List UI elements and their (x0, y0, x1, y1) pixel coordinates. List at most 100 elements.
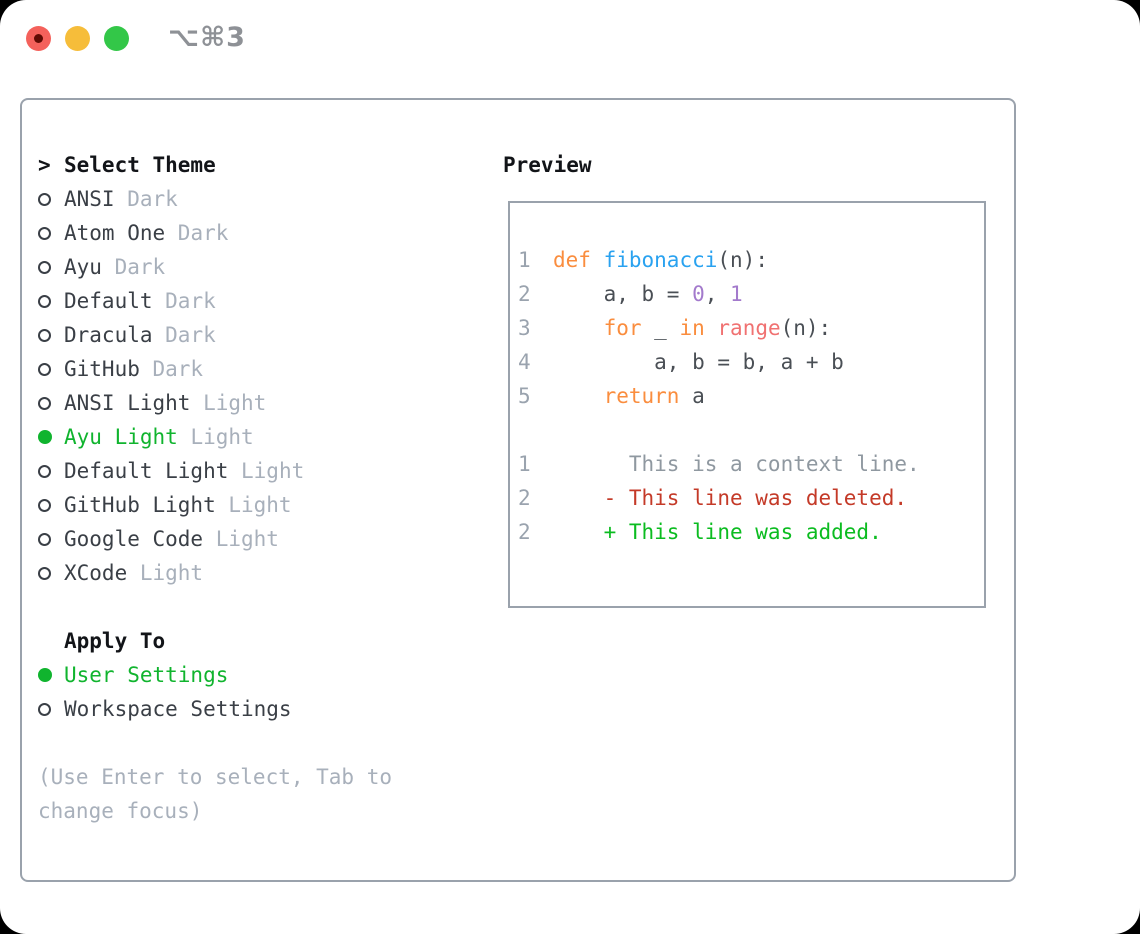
theme-item-ayu-light[interactable]: Ayu Light Light (38, 420, 478, 454)
apply-option-label: User Settings (64, 663, 229, 687)
diff-line-context: 1 This is a context line. (518, 447, 984, 481)
theme-name: GitHub Light (64, 493, 216, 517)
radio-icon-cell (38, 668, 64, 682)
selected-radio-icon (38, 668, 52, 682)
theme-name: Ayu Light (64, 425, 178, 449)
line-number: 4 (518, 350, 531, 374)
radio-icon-cell (38, 328, 64, 342)
radio-icon (38, 362, 51, 376)
radio-icon (38, 294, 51, 308)
radio-icon (38, 702, 51, 716)
radio-icon (38, 192, 51, 206)
theme-name: Google Code (64, 527, 204, 551)
theme-name: GitHub (64, 357, 140, 381)
radio-icon (38, 566, 51, 580)
prompt-icon-cell: > (38, 153, 64, 177)
radio-icon-cell (38, 430, 64, 444)
diff-text: - This line was deleted. (553, 486, 908, 510)
radio-icon (38, 260, 51, 274)
theme-name: Ayu (64, 255, 102, 279)
line-number: 2 (518, 282, 531, 306)
theme-variant-label: Dark (152, 289, 216, 313)
line-number: 5 (518, 384, 531, 408)
theme-variant-label: Light (127, 561, 204, 585)
code-text: def fibonacci(n): (553, 248, 768, 272)
radio-icon (38, 328, 51, 342)
apply-to-title: Apply To (64, 629, 166, 653)
line-number: 2 (518, 486, 531, 510)
maximize-button[interactable] (104, 26, 129, 51)
blank-line (518, 413, 984, 447)
theme-variant-label: Light (215, 493, 292, 517)
radio-icon-cell (38, 192, 64, 206)
select-theme-title: Select Theme (64, 153, 216, 177)
apply-option-user-settings[interactable]: User Settings (38, 658, 478, 692)
radio-icon-cell (38, 498, 64, 512)
theme-name: Default (64, 289, 153, 313)
diff-line-added: 2 + This line was added. (518, 515, 984, 549)
theme-item-github[interactable]: GitHub Dark (38, 352, 478, 386)
theme-name: Atom One (64, 221, 166, 245)
prompt-icon: > (38, 153, 51, 177)
radio-icon-cell (38, 362, 64, 376)
theme-variant-label: Dark (101, 255, 166, 279)
code-line: 1 def fibonacci(n): (518, 243, 984, 277)
code-line: 4 a, b = b, a + b (518, 345, 984, 379)
radio-icon-cell (38, 294, 64, 308)
theme-name: ANSI (64, 187, 115, 211)
theme-item-ansi-light[interactable]: ANSI Light Light (38, 386, 478, 420)
radio-icon (38, 532, 51, 546)
theme-item-xcode[interactable]: XCode Light (38, 556, 478, 590)
radio-icon-cell (38, 396, 64, 410)
apply-to-header-row: Apply To (38, 624, 478, 658)
radio-icon (38, 226, 51, 240)
theme-item-ansi[interactable]: ANSI Dark (38, 182, 478, 216)
line-number: 3 (518, 316, 531, 340)
line-number: 1 (518, 452, 531, 476)
apply-option-workspace-settings[interactable]: Workspace Settings (38, 692, 478, 726)
theme-name: Dracula (64, 323, 153, 347)
window-title-shortcut: ⌥⌘3 (168, 22, 246, 53)
diff-line-deleted: 2 - This line was deleted. (518, 481, 984, 515)
theme-item-atom-one[interactable]: Atom One Dark (38, 216, 478, 250)
radio-icon-cell (38, 260, 64, 274)
select-theme-header-row: > Select Theme (38, 148, 478, 182)
diff-text: + This line was added. (553, 520, 882, 544)
theme-variant-label: Dark (114, 187, 178, 211)
radio-icon (38, 464, 51, 478)
theme-name: XCode (64, 561, 128, 585)
theme-variant-label: Light (190, 391, 267, 415)
selected-radio-icon (38, 430, 52, 444)
radio-icon-cell (38, 702, 64, 716)
theme-item-ayu[interactable]: Ayu Dark (38, 250, 478, 284)
code-line: 5 return a (518, 379, 984, 413)
code-line: 2 a, b = 0, 1 (518, 277, 984, 311)
theme-item-google-code[interactable]: Google Code Light (38, 522, 478, 556)
apply-option-label: Workspace Settings (64, 697, 292, 721)
theme-item-dracula[interactable]: Dracula Dark (38, 318, 478, 352)
theme-item-default[interactable]: Default Dark (38, 284, 478, 318)
theme-variant-label: Dark (152, 323, 216, 347)
theme-variant-label: Light (203, 527, 279, 551)
titlebar: ⌥⌘3 (0, 0, 1140, 76)
preview-title: Preview (503, 153, 592, 177)
code-text: return a (603, 384, 705, 408)
theme-variant-label: Dark (139, 357, 204, 381)
diff-text: This is a context line. (553, 452, 920, 476)
theme-name: Default Light (64, 459, 229, 483)
code-text: a, b = 0, 1 (553, 282, 743, 306)
minimize-button[interactable] (65, 26, 90, 51)
line-number: 1 (518, 248, 531, 272)
theme-item-default-light[interactable]: Default Light Light (38, 454, 478, 488)
theme-item-github-light[interactable]: GitHub Light Light (38, 488, 478, 522)
keyboard-hint: (Use Enter to select, Tab to change focu… (38, 765, 393, 823)
theme-variant-label: Light (228, 459, 305, 483)
radio-icon-cell (38, 226, 64, 240)
close-button[interactable] (26, 26, 51, 51)
